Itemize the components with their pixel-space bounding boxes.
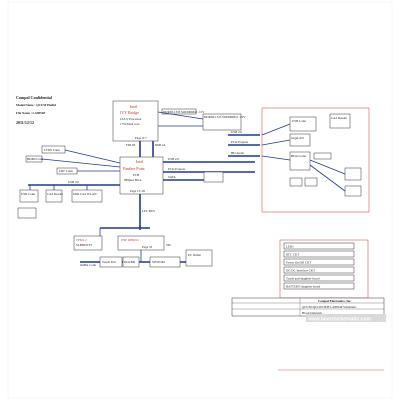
lpc-label: LPC BUS — [142, 209, 155, 213]
company-header: Compal Confidential — [16, 95, 53, 100]
sata-label: SATA — [168, 175, 176, 179]
fan-box — [185, 249, 213, 267]
sata-hdd-box — [203, 171, 224, 183]
misc-left-box — [17, 207, 37, 219]
pch-block — [119, 156, 164, 195]
list-text-0: LEDs — [286, 245, 294, 249]
usb-right-conn: USB Conn — [292, 119, 306, 123]
pch-title2: Panther Point — [123, 166, 146, 171]
list-item-3 — [283, 266, 355, 274]
list-item-5 — [283, 282, 355, 290]
tpm-sub: SLB9635TT — [76, 243, 92, 247]
audio-box — [289, 151, 311, 171]
list-item-2 — [283, 258, 355, 266]
list-text-2: Power On/Off CKT — [286, 261, 311, 265]
card-right-label: Card Reader — [331, 116, 348, 120]
watermark-bg — [306, 314, 386, 322]
model-name: Model Name : QCU50 Hudid — [16, 103, 56, 107]
ddr-label-2: DDRIII-1333 SODIMMx1 1.5V — [204, 115, 246, 119]
touchpad-label: Touch Pad — [102, 260, 116, 264]
usb-right-label: USB 2.0 — [168, 157, 179, 161]
tpm-title: TPM1.2 — [76, 238, 87, 242]
cpu-sub1: CULV Processor — [120, 117, 142, 121]
spi-box — [149, 256, 181, 268]
keyboard-label: Int.KBD — [124, 260, 136, 264]
ddr-label-1: DDRIII-1333 SODIMMx1 1.5V — [163, 110, 205, 114]
ddr-slot-1 — [161, 108, 197, 115]
tb-doc: QCU50/QCU60 M/B LA8954P Schematic — [302, 305, 357, 309]
usb-conn-label: USB Conn — [21, 192, 35, 196]
touchpad-box — [99, 256, 123, 268]
io-small-2 — [304, 177, 318, 187]
cpu-title1: Intel — [130, 104, 138, 109]
cpu-page: Page 4~7 — [135, 136, 147, 140]
usb-conn-box — [19, 189, 39, 203]
lvds-box — [41, 145, 66, 154]
cpu-block — [112, 100, 159, 142]
amp-box — [344, 167, 362, 181]
io-small-1 — [289, 177, 303, 187]
ec-page: Page 33 — [142, 245, 153, 249]
spi-label: SPI ROM — [152, 260, 165, 264]
dmi-label: DMI x4 — [155, 143, 166, 147]
ddr-slot-2 — [202, 113, 242, 131]
list-item-4 — [283, 274, 355, 282]
wlan-label: Mini Card WLAN — [73, 192, 97, 196]
lan-label: GigaLAN — [291, 136, 304, 140]
speaker-box — [344, 185, 362, 197]
audio-label: HDA Codec — [291, 154, 307, 158]
ec-title: ENE KB9012 — [121, 238, 139, 242]
usb-bus-top: USB 2.0 — [231, 130, 242, 134]
keyboard-box — [122, 256, 140, 268]
tpm-block — [73, 235, 103, 251]
lvds-label: LVDS Conn — [44, 148, 60, 152]
list-text-1: RTC CKT — [286, 253, 299, 257]
fdi-label: FDI x8 — [126, 143, 136, 147]
tb-title: Block Diagram — [302, 311, 322, 315]
list-item-0 — [283, 242, 355, 250]
pcie-bus-top: PCIe Express — [231, 140, 249, 144]
pch-title1: Intel — [136, 159, 144, 164]
list-text-5: BATTERY/daughter board — [286, 285, 321, 289]
list-item-1 — [283, 250, 355, 258]
hdmi-label: HDMI Conn — [27, 157, 44, 161]
crt-label: CRT Conn — [59, 169, 73, 173]
cpu-sub2: 17W/Dual core — [120, 122, 140, 126]
io-board-frame — [261, 107, 370, 213]
list-text-4: Touch pad/daughter board — [286, 277, 320, 281]
file-name: File Name : LA8954P — [16, 111, 45, 115]
pch-sub2: 989pins BGA — [124, 178, 142, 182]
watermark: www.boardschematic.com — [307, 317, 371, 323]
card-reader-label: Card Reader — [47, 192, 64, 196]
hda-label: HD Audio — [231, 151, 245, 155]
pch-sub1: PCH — [133, 173, 140, 177]
fan-label: EC Onfan — [188, 253, 201, 257]
pch-page: Page 13~20 — [130, 189, 145, 193]
onbat-label: OnBat Conn — [80, 263, 96, 267]
list-text-3: DC/DC Interface CKT — [286, 269, 315, 273]
pcie-label: PCIe Express — [168, 167, 186, 171]
card-right-box — [329, 113, 351, 129]
tb-company: Compal Electronics, Inc. — [318, 299, 352, 303]
cpu-title2: IVY Bridge — [120, 110, 139, 115]
gbe-box — [313, 152, 332, 160]
spi-bus-label: SPI — [166, 243, 171, 247]
date: 2011/12/12 — [16, 120, 34, 125]
usb-bus-label: USB 2.0 — [68, 180, 79, 184]
